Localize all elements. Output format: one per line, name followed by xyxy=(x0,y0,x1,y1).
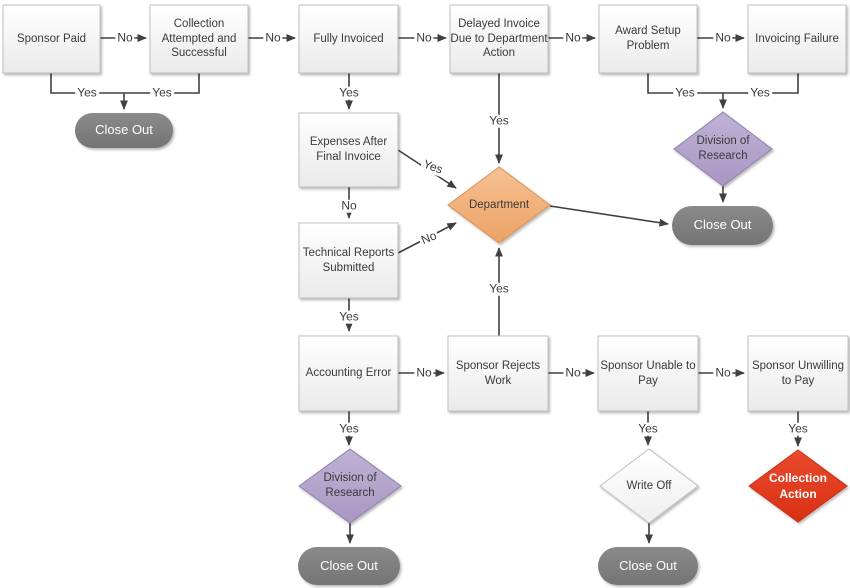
node-fully-invoiced-shape xyxy=(298,4,399,74)
node-department-shape xyxy=(447,166,551,244)
node-sponsor-rejects-shape xyxy=(447,335,549,412)
node-sponsor-unable-shape xyxy=(597,335,699,412)
node-expenses-after-shape xyxy=(298,112,399,188)
node-close-out-4-shape xyxy=(598,547,698,585)
edge-technical-no xyxy=(397,222,457,254)
node-accounting-error-shape xyxy=(298,335,399,412)
node-award-setup-shape xyxy=(598,4,698,74)
node-sponsor-unwilling-shape xyxy=(747,335,849,412)
terminators-group xyxy=(75,113,773,585)
node-write-off-shape xyxy=(599,448,699,524)
edge-invoicingfailure-yes xyxy=(723,73,799,94)
process-boxes-group xyxy=(2,4,849,412)
node-collection-action-shape xyxy=(748,449,848,523)
node-division-top-shape xyxy=(673,111,773,187)
edge-collection-yes xyxy=(124,73,200,94)
edge-expenses-yes xyxy=(397,149,457,189)
node-collection-attempted-shape xyxy=(149,4,249,74)
node-technical-reports-shape xyxy=(298,222,399,299)
node-close-out-3-shape xyxy=(298,547,400,585)
node-division-bottom-shape xyxy=(298,448,402,524)
node-close-out-2-shape xyxy=(672,206,773,245)
node-invoicing-failure-shape xyxy=(747,4,847,74)
node-delayed-invoice-shape xyxy=(449,4,549,74)
edge-awardsetup-yes xyxy=(647,73,727,109)
edge-sponsorpaid-yes xyxy=(50,73,128,110)
node-close-out-1-shape xyxy=(75,113,173,148)
edge-department-closeout xyxy=(549,205,669,227)
edges-group xyxy=(50,34,802,544)
node-sponsor-paid-shape xyxy=(2,4,101,74)
